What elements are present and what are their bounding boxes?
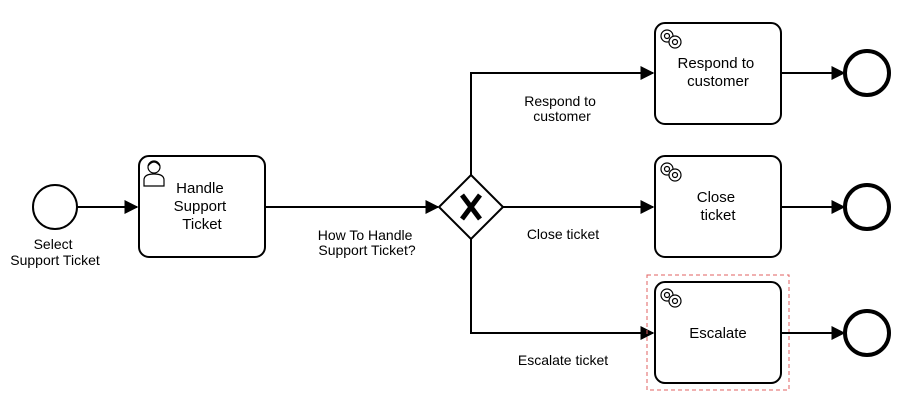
- sequence-flow-to-respond[interactable]: [470, 66, 655, 175]
- handle-support-ticket-task[interactable]: Handle Support Ticket: [138, 155, 266, 258]
- respond-to-customer-task[interactable]: Respond to customer: [654, 22, 782, 125]
- escalate-task[interactable]: Escalate: [654, 281, 782, 384]
- end-event[interactable]: [843, 309, 891, 357]
- end-event[interactable]: [843, 183, 891, 231]
- respond-task-label: Respond to customer: [678, 55, 759, 90]
- flow-label-respond: Respond to customer: [524, 93, 600, 124]
- escalate-task-label: Escalate: [689, 325, 747, 342]
- handle-task-label: Handle Support Ticket: [174, 180, 231, 233]
- flow-label-close: Close ticket: [527, 226, 599, 242]
- sequence-flow-to-escalate[interactable]: [470, 239, 655, 340]
- close-task-label: Close ticket: [697, 189, 740, 224]
- close-ticket-task[interactable]: Close ticket: [654, 155, 782, 258]
- start-event-label: Select Support Ticket: [10, 236, 100, 268]
- start-event[interactable]: [32, 184, 78, 230]
- user-icon: [143, 160, 165, 187]
- x-icon: [460, 193, 482, 221]
- gateway-label: How To Handle Support Ticket?: [318, 227, 417, 258]
- flow-label-escalate: Escalate ticket: [518, 352, 608, 368]
- exclusive-gateway[interactable]: [437, 173, 505, 241]
- end-event[interactable]: [843, 49, 891, 97]
